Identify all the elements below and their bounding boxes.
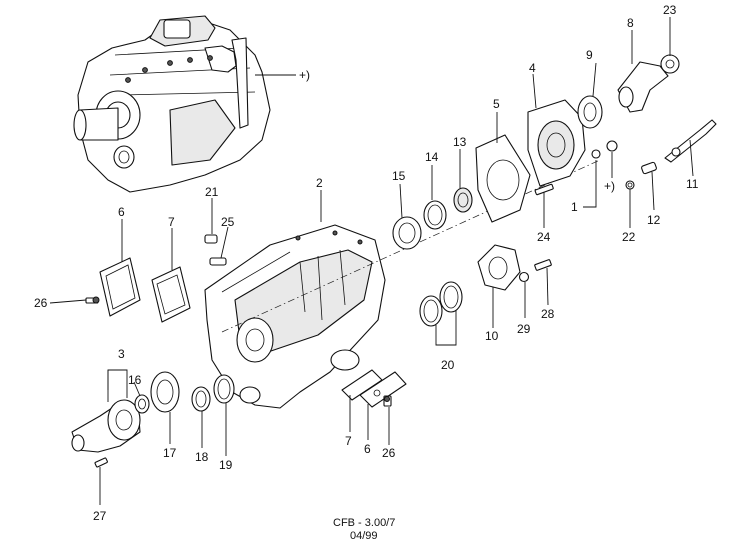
callout-6: 6 [118, 205, 125, 219]
o-rings-20 [419, 281, 463, 327]
cover-plate-5 [475, 134, 531, 223]
callout-labels: 2 6 7 26 21 25 3 16 17 18 19 27 7 6 26 1… [34, 61, 536, 523]
ring-14 [423, 200, 447, 230]
callout-26: 26 [34, 296, 48, 310]
reference-mark-right: +) [604, 179, 615, 193]
callout-18: 18 [195, 450, 209, 464]
callout-21: 21 [205, 185, 219, 199]
callout-3: 3 [118, 347, 125, 361]
input-flange-3 [71, 399, 141, 453]
ring-18 [191, 386, 211, 412]
plug-21 [204, 234, 218, 244]
callout-12: 12 [647, 213, 661, 227]
nut-23 [660, 54, 680, 74]
washer-22 [625, 180, 635, 190]
callout-19: 19 [219, 458, 233, 472]
seal-9 [577, 95, 603, 129]
callout-11: 11 [686, 177, 699, 191]
stud-24 [534, 183, 554, 196]
callout-28: 28 [541, 307, 555, 321]
bottom-cover-6 [359, 371, 407, 408]
reference-mark-right-group: +) [604, 179, 615, 193]
callout-17: 17 [163, 446, 177, 460]
callout-25: 25 [221, 215, 235, 229]
callout-4: 4 [529, 61, 536, 75]
callout-8: 8 [627, 16, 634, 30]
washer-1 [591, 149, 601, 159]
callout-22: 22 [622, 230, 636, 244]
reference-mark-top: +) [299, 68, 310, 82]
callout-26b: 26 [382, 446, 396, 460]
callout-10: 10 [485, 329, 499, 343]
screw-26-left [85, 296, 100, 304]
assembled-gearbox-illustration [73, 15, 296, 193]
callout-27: 27 [93, 509, 107, 523]
callout-13: 13 [453, 135, 467, 149]
bolt-28 [534, 259, 552, 271]
cover-17 [150, 371, 180, 413]
bearing-15 [392, 216, 422, 250]
bearing-housing-4 [527, 99, 586, 187]
callout-24: 24 [537, 230, 551, 244]
callout-1: 1 [571, 200, 578, 214]
callout-14: 14 [425, 150, 439, 164]
drawing-code: CFB - 3.00/7 [333, 517, 395, 529]
callout-7b: 7 [345, 434, 352, 448]
callouts-right-group: 8 23 1 24 22 20 29 28 9 12 11 10 [441, 3, 699, 372]
screw-26-bottom [383, 395, 392, 407]
callout-7: 7 [168, 215, 175, 229]
seal-16 [134, 394, 150, 414]
callout-6b: 6 [364, 442, 371, 456]
flange-10 [477, 244, 521, 291]
leader-lines [49, 17, 694, 505]
side-gasket-7 [151, 266, 191, 323]
gearbox-housing [204, 224, 386, 409]
switch-12 [641, 161, 657, 175]
side-cover-6 [99, 257, 141, 317]
screw-27 [94, 457, 108, 468]
callout-23: 23 [663, 3, 677, 17]
circlip-19 [213, 374, 235, 404]
callout-5: 5 [493, 97, 500, 111]
washer-29 [518, 271, 530, 283]
callout-9: 9 [586, 48, 593, 62]
callout-15: 15 [392, 169, 406, 183]
gear-13 [453, 187, 473, 213]
plug-25 [209, 257, 227, 266]
shift-fork-8 [617, 61, 669, 113]
callout-16: 16 [128, 373, 142, 387]
nut-1 [606, 140, 618, 152]
callout-2: 2 [316, 176, 323, 190]
callout-20: 20 [441, 358, 455, 372]
callout-29: 29 [517, 322, 531, 336]
drawing-date: 04/99 [350, 530, 378, 542]
